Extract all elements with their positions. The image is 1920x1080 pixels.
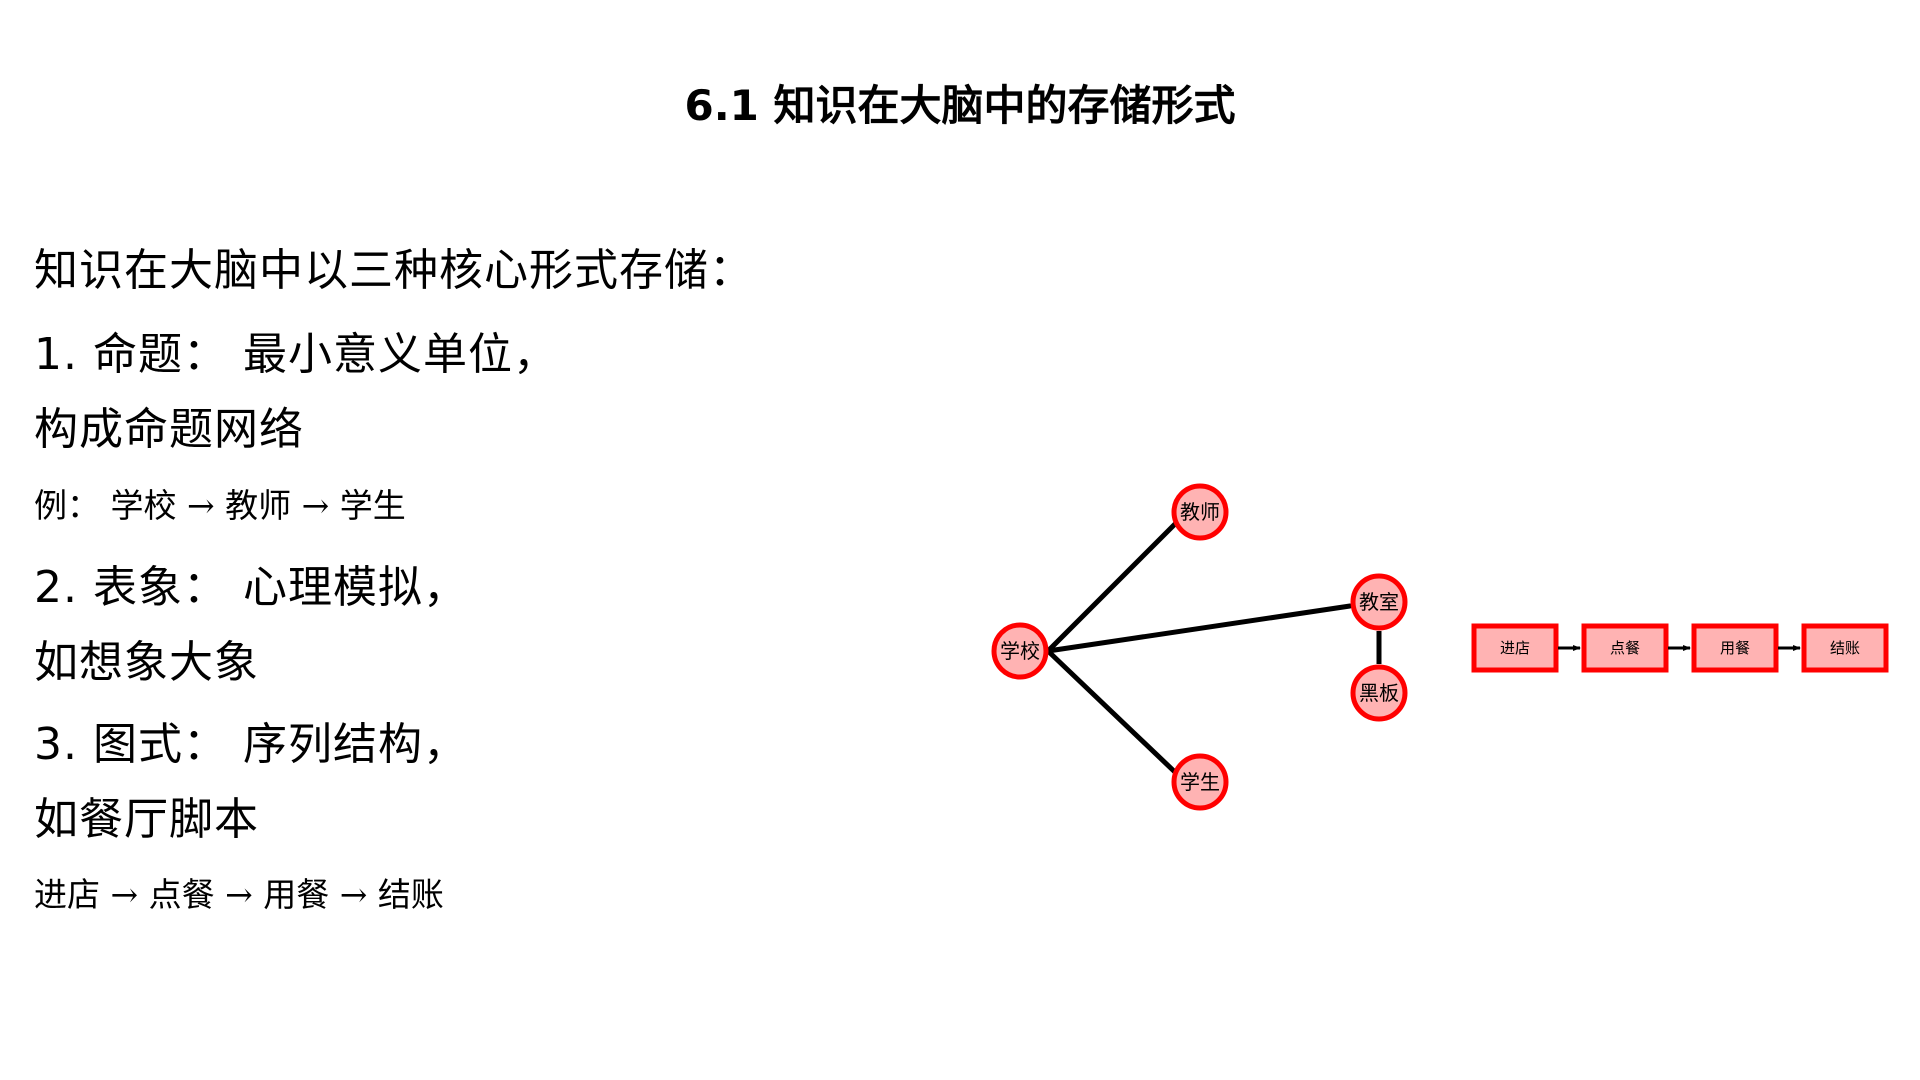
node-label: 黑板 [1359,681,1399,705]
node-label: 学生 [1180,770,1220,794]
slide-title: 6.1 知识在大脑中的存储形式 [684,81,1236,130]
item-1-example: 例： 学校 → 教师 → 学生 [34,486,406,525]
proposition-network: 学校 教师 学生 教室 黑板 [991,483,1408,811]
edge-school-teacher [1045,519,1180,654]
node-classroom[interactable]: 教室 [1350,573,1408,631]
item-3-example: 进店 → 点餐 → 用餐 → 结账 [34,875,444,914]
item-1-heading: 1. 命题： 最小意义单位， [34,329,558,380]
step-label: 点餐 [1610,639,1640,657]
step-enter[interactable]: 进店 [1471,623,1559,673]
step-label: 用餐 [1720,639,1750,657]
item-1-detail: 构成命题网络 [34,404,304,455]
edge-school-student [1045,648,1180,777]
edge-school-classroom [1045,603,1353,654]
item-2-detail: 如想象大象 [34,637,259,688]
node-student[interactable]: 学生 [1171,753,1229,811]
step-label: 进店 [1500,639,1530,657]
node-school[interactable]: 学校 [991,622,1049,680]
node-blackboard[interactable]: 黑板 [1350,664,1408,722]
item-2-heading: 2. 表象： 心理模拟， [34,562,468,613]
node-label: 教师 [1180,500,1220,524]
node-label: 教室 [1359,590,1399,614]
intro-text: 知识在大脑中以三种核心形式存储： [34,245,754,296]
item-3-heading: 3. 图式： 序列结构， [34,719,468,770]
item-3-detail: 如餐厅脚本 [34,794,259,845]
step-order[interactable]: 点餐 [1581,623,1669,673]
step-pay[interactable]: 结账 [1801,623,1889,673]
node-teacher[interactable]: 教师 [1171,483,1229,541]
network-edges [1045,519,1382,777]
step-label: 结账 [1830,639,1860,657]
node-label: 学校 [1000,639,1040,663]
step-dine[interactable]: 用餐 [1691,623,1779,673]
schema-sequence: 进店 点餐 用餐 结账 [1471,623,1889,673]
